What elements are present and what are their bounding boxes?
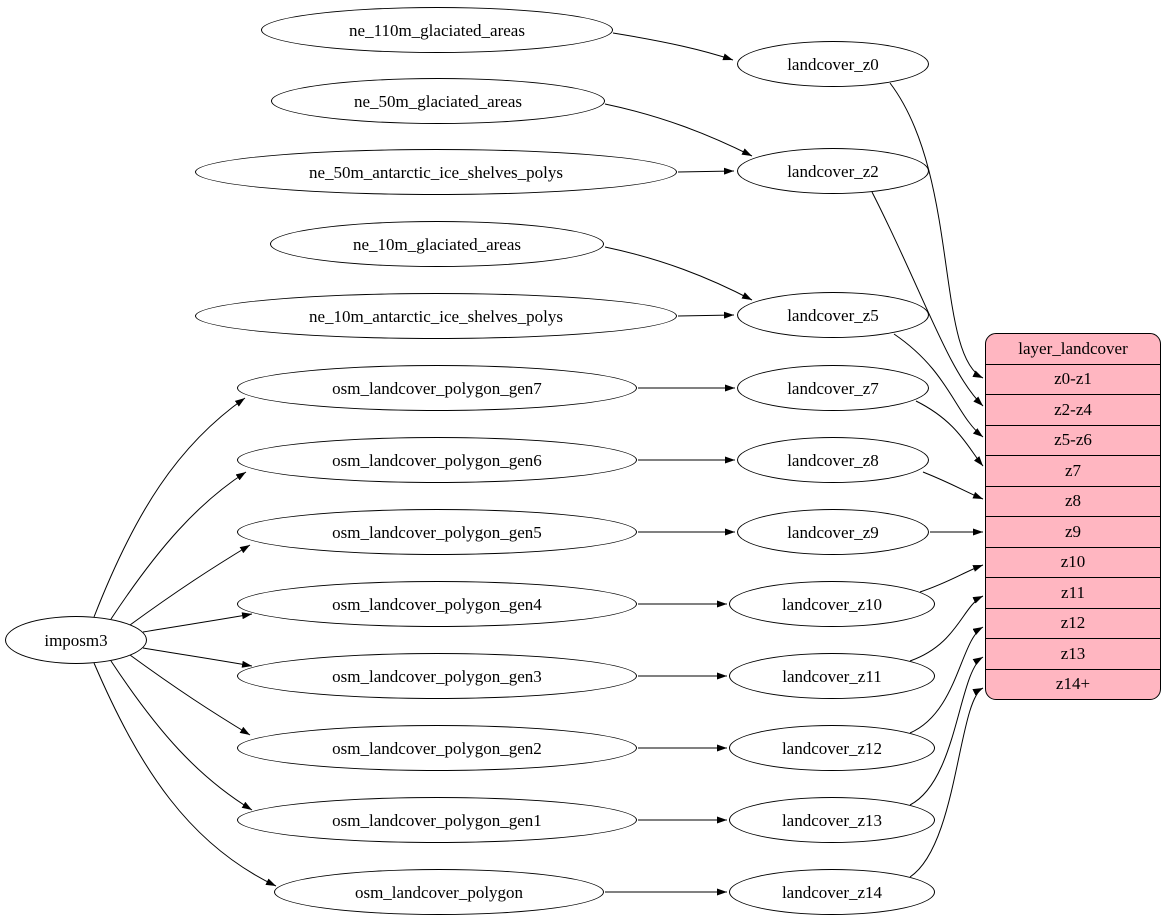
edge-landcover_z5-to-layer_landcover-z5-z6 [893, 333, 984, 438]
node-label: landcover_z2 [787, 161, 879, 181]
node-label: imposm3 [44, 630, 108, 650]
edge-landcover_z14-to-layer_landcover-z14+ [909, 687, 984, 878]
node-osm_landcover_polygon: osm_landcover_polygon [274, 869, 604, 915]
edge-imposm3-to-osm_landcover_polygon_gen5 [129, 544, 251, 626]
edge-imposm3-to-osm_landcover_polygon_gen2 [129, 654, 251, 736]
edge-ne_50m_glaciated_areas-to-landcover_z2 [604, 103, 753, 157]
edge-landcover_z10-to-layer_landcover-z10 [919, 564, 984, 593]
node-landcover_z7: landcover_z7 [737, 365, 929, 411]
node-label: landcover_z12 [781, 738, 883, 758]
node-osm_landcover_polygon_gen5: osm_landcover_polygon_gen5 [237, 509, 637, 555]
node-landcover_z11: landcover_z11 [729, 653, 935, 699]
edge-imposm3-to-osm_landcover_polygon [93, 662, 277, 887]
node-ne_110m_glaciated_areas: ne_110m_glaciated_areas [261, 7, 613, 53]
node-landcover_z0: landcover_z0 [737, 41, 929, 87]
table-row-z5-z6: z5-z6 [986, 424, 1160, 456]
node-ne_50m_antarctic_ice_shelves_polys: ne_50m_antarctic_ice_shelves_polys [195, 149, 677, 195]
node-label: osm_landcover_polygon_gen5 [332, 522, 542, 542]
table-row-z2-z4: z2-z4 [986, 394, 1160, 425]
edge-imposm3-to-osm_landcover_polygon_gen3 [142, 647, 253, 668]
edge-imposm3-to-osm_landcover_polygon_gen6 [110, 471, 247, 620]
node-label: osm_landcover_polygon_gen4 [332, 594, 542, 614]
node-label: ne_50m_glaciated_areas [353, 91, 523, 111]
node-label: ne_10m_glaciated_areas [352, 234, 522, 254]
node-landcover_z14: landcover_z14 [729, 869, 935, 915]
node-label: landcover_z10 [781, 594, 883, 614]
table-title: layer_landcover [1018, 338, 1128, 358]
edge-imposm3-to-osm_landcover_polygon_gen1 [110, 660, 253, 811]
node-label: landcover_z14 [781, 882, 883, 902]
edge-landcover_z8-to-layer_landcover-z8 [922, 471, 984, 500]
node-label: osm_landcover_polygon_gen7 [332, 378, 542, 398]
node-osm_landcover_polygon_gen6: osm_landcover_polygon_gen6 [237, 437, 637, 483]
node-label: osm_landcover_polygon_gen6 [332, 450, 542, 470]
edge-ne_50m_antarctic_ice_shelves_polys-to-landcover_z2 [677, 167, 735, 175]
node-osm_landcover_polygon_gen2: osm_landcover_polygon_gen2 [237, 725, 637, 771]
node-ne_50m_glaciated_areas: ne_50m_glaciated_areas [271, 78, 605, 124]
edge-ne_10m_glaciated_areas-to-landcover_z5 [604, 246, 753, 301]
table-row-z14+: z14+ [986, 668, 1160, 700]
table-row-z9: z9 [986, 516, 1160, 547]
node-landcover_z8: landcover_z8 [737, 437, 929, 483]
node-label: landcover_z5 [787, 305, 879, 325]
node-label: landcover_z13 [781, 810, 883, 830]
node-osm_landcover_polygon_gen7: osm_landcover_polygon_gen7 [237, 365, 637, 411]
node-label: osm_landcover_polygon [354, 882, 524, 902]
node-osm_landcover_polygon_gen4: osm_landcover_polygon_gen4 [237, 581, 637, 627]
table-row-z0-z1: z0-z1 [986, 363, 1160, 395]
node-label: ne_50m_antarctic_ice_shelves_polys [309, 162, 563, 182]
node-label: landcover_z9 [787, 522, 879, 542]
node-osm_landcover_polygon_gen3: osm_landcover_polygon_gen3 [237, 653, 637, 699]
node-osm_landcover_polygon_gen1: osm_landcover_polygon_gen1 [237, 797, 637, 843]
node-label: landcover_z0 [787, 54, 879, 74]
edge-landcover_z12-to-layer_landcover-z12 [909, 626, 984, 734]
edge-landcover_z13-to-layer_landcover-z13 [909, 656, 984, 806]
table-row-z12: z12 [986, 607, 1160, 639]
table-row-z11: z11 [986, 577, 1160, 608]
edge-imposm3-to-osm_landcover_polygon_gen7 [93, 397, 246, 618]
edge-ne_10m_antarctic_ice_shelves_polys-to-landcover_z5 [677, 311, 735, 319]
node-label: landcover_z8 [787, 450, 879, 470]
edge-imposm3-to-osm_landcover_polygon_gen4 [142, 612, 253, 633]
edge-landcover_z11-to-layer_landcover-z11 [909, 595, 984, 662]
node-label: landcover_z11 [782, 666, 882, 686]
edge-landcover_z0-to-layer_landcover-z0-z1 [889, 82, 984, 379]
table-row-z8: z8 [986, 485, 1160, 517]
node-landcover_z13: landcover_z13 [729, 797, 935, 843]
node-imposm3: imposm3 [5, 616, 147, 664]
node-landcover_z5: landcover_z5 [737, 292, 929, 338]
node-landcover_z2: landcover_z2 [737, 148, 929, 194]
node-ne_10m_glaciated_areas: ne_10m_glaciated_areas [270, 221, 604, 267]
node-label: landcover_z7 [787, 378, 879, 398]
node-label: osm_landcover_polygon_gen2 [332, 738, 542, 758]
node-landcover_z10: landcover_z10 [729, 581, 935, 627]
node-ne_10m_antarctic_ice_shelves_polys: ne_10m_antarctic_ice_shelves_polys [195, 293, 677, 339]
table-row-z10: z10 [986, 546, 1160, 578]
node-label: ne_110m_glaciated_areas [349, 20, 525, 40]
edge-ne_110m_glaciated_areas-to-landcover_z0 [612, 32, 734, 61]
table-row-z13: z13 [986, 638, 1160, 669]
node-landcover_z9: landcover_z9 [737, 509, 929, 555]
node-label: osm_landcover_polygon_gen3 [332, 666, 542, 686]
edge-landcover_z7-to-layer_landcover-z7 [915, 400, 984, 467]
edge-landcover_z2-to-layer_landcover-z2-z4 [871, 191, 984, 407]
table-row-z7: z7 [986, 455, 1160, 486]
node-label: ne_10m_antarctic_ice_shelves_polys [309, 306, 563, 326]
node-label: osm_landcover_polygon_gen1 [332, 810, 542, 830]
node-landcover_z12: landcover_z12 [729, 725, 935, 771]
